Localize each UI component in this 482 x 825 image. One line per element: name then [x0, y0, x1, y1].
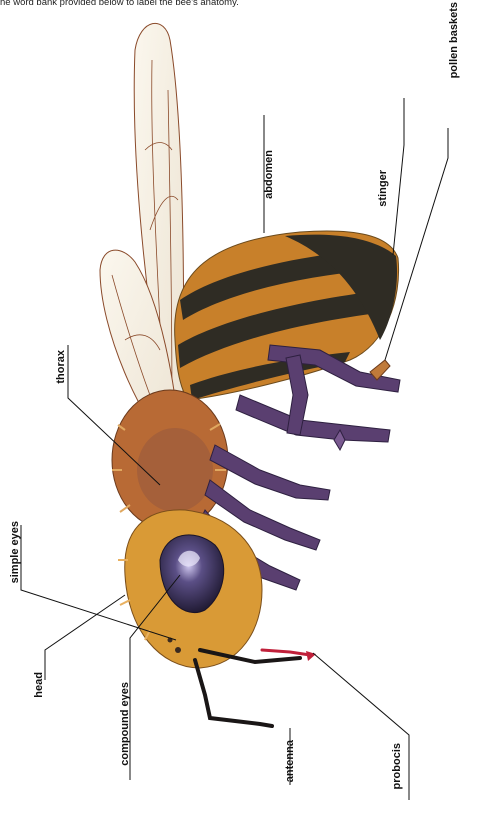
- leader-head: [45, 595, 125, 680]
- label-stinger: stinger: [377, 169, 389, 206]
- leader-stinger: [393, 98, 404, 255]
- label-simple-eyes: simple eyes: [9, 521, 21, 583]
- label-probocis: probocis: [391, 743, 403, 789]
- label-thorax: thorax: [55, 349, 67, 384]
- label-abdomen: abdomen: [263, 150, 275, 199]
- label-compound-eyes: compound eyes: [119, 682, 131, 766]
- label-antenna: antenna: [284, 739, 296, 782]
- label-pollen-baskets: pollen baskets: [448, 2, 460, 78]
- label-head: head: [33, 672, 45, 698]
- head-body: [118, 510, 262, 668]
- labels: pollen baskets abdomen stinger thorax si…: [9, 2, 460, 789]
